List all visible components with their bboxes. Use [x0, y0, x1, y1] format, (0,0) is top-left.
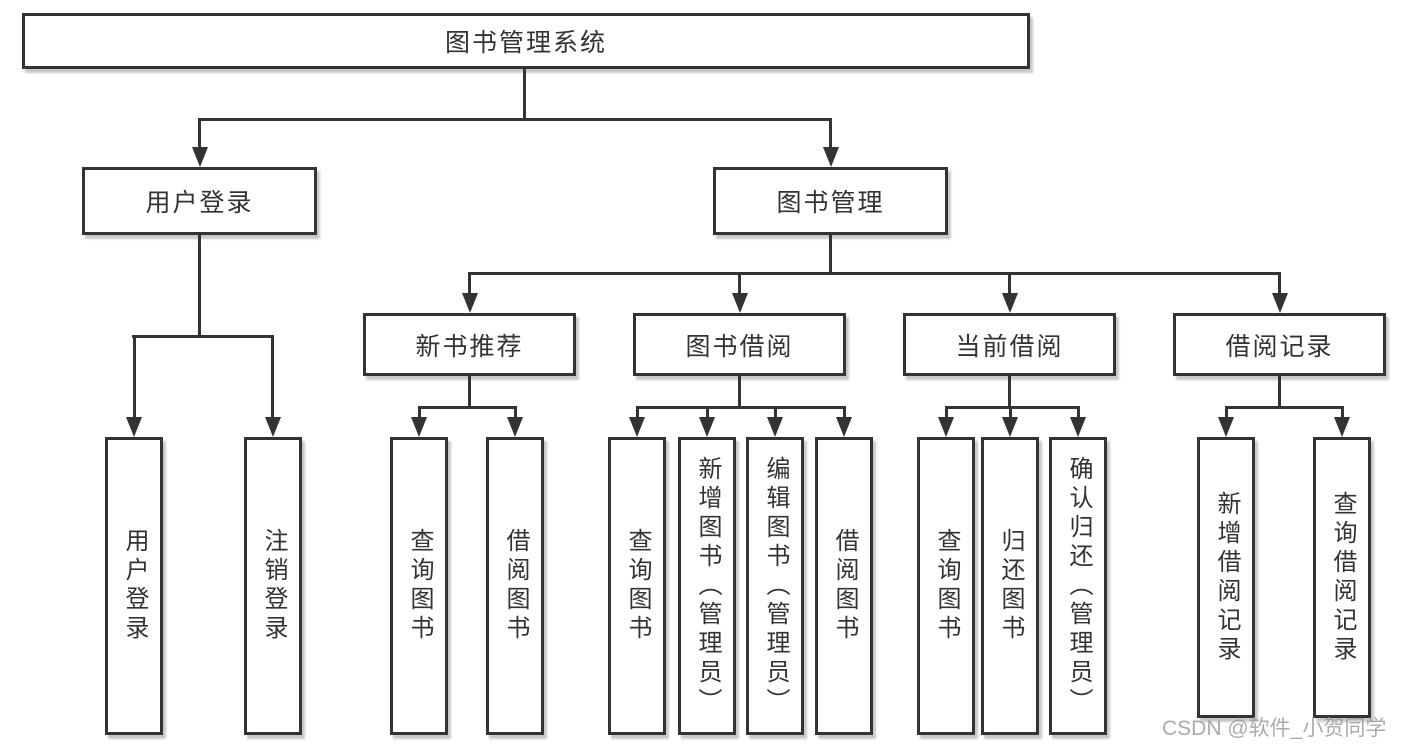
connector	[468, 376, 471, 408]
connector	[132, 335, 274, 338]
connector	[829, 235, 832, 275]
arrowhead-icon	[1272, 293, 1288, 313]
node-root: 图书管理系统	[22, 13, 1030, 69]
leaf-borrow-add-book-admin: 新增图书（管理员）	[678, 437, 736, 735]
arrowhead-icon	[732, 293, 748, 313]
connector	[1008, 376, 1011, 408]
connector	[1278, 272, 1281, 296]
csdn-watermark: CSDN @软件_小贺同学	[1162, 717, 1387, 740]
leaf-borrow-borrow-book: 借阅图书	[815, 437, 873, 735]
leaf-current-query-book-label: 查询图书	[933, 528, 960, 644]
leaf-user-login-label: 用户登录	[121, 528, 148, 644]
leaf-borrow-edit-book-admin: 编辑图书（管理员）	[746, 437, 804, 735]
node-current-borrow-label: 当前借阅	[955, 332, 1064, 361]
arrowhead-icon	[938, 417, 954, 437]
leaf-logout-label: 注销登录	[260, 528, 287, 644]
connector	[1077, 406, 1080, 420]
arrowhead-icon	[462, 293, 478, 313]
leaf-recommend-borrow-book-label: 借阅图书	[502, 528, 529, 644]
leaf-current-return-book-label: 归还图书	[997, 528, 1024, 644]
node-book-borrow-label: 图书借阅	[685, 332, 794, 361]
arrowhead-icon	[192, 147, 208, 167]
connector	[198, 235, 201, 338]
leaf-borrow-borrow-book-label: 借阅图书	[831, 528, 858, 644]
connector	[636, 406, 639, 420]
node-book-borrow: 图书借阅	[633, 313, 846, 376]
leaf-records-add-record-label: 新增借阅记录	[1213, 490, 1240, 665]
connector	[198, 118, 201, 150]
connector	[706, 406, 709, 420]
arrowhead-icon	[1070, 417, 1086, 437]
arrowhead-icon	[1334, 417, 1350, 437]
connector	[523, 69, 526, 121]
connector	[1009, 406, 1012, 420]
leaf-recommend-query-book: 查询图书	[390, 437, 448, 735]
arrowhead-icon	[1002, 293, 1018, 313]
connector	[774, 406, 777, 420]
leaf-records-query-record-label: 查询借阅记录	[1329, 490, 1356, 665]
connector	[1278, 376, 1281, 408]
node-new-book-recommend: 新书推荐	[363, 313, 576, 376]
connector	[1341, 406, 1344, 420]
connector	[945, 406, 948, 420]
connector	[1008, 272, 1011, 296]
node-current-borrow: 当前借阅	[903, 313, 1116, 376]
connector	[1225, 406, 1343, 409]
connector	[271, 335, 274, 420]
leaf-current-confirm-return-admin-label: 确认归还（管理员）	[1065, 455, 1092, 717]
arrowhead-icon	[265, 417, 281, 437]
connector	[418, 406, 517, 409]
node-borrow-records-label: 借阅记录	[1225, 332, 1334, 361]
leaf-records-add-record: 新增借阅记录	[1197, 437, 1255, 718]
leaf-borrow-edit-book-admin-label: 编辑图书（管理员）	[762, 455, 789, 717]
arrowhead-icon	[836, 417, 852, 437]
arrowhead-icon	[629, 417, 645, 437]
arrowhead-icon	[507, 417, 523, 437]
node-book-management: 图书管理	[713, 167, 948, 235]
node-borrow-records: 借阅记录	[1173, 313, 1386, 376]
connector	[829, 118, 832, 150]
leaf-logout: 注销登录	[244, 437, 302, 735]
connector	[198, 118, 832, 121]
leaf-recommend-borrow-book: 借阅图书	[486, 437, 544, 735]
arrowhead-icon	[411, 417, 427, 437]
arrowhead-icon	[1002, 417, 1018, 437]
connector	[843, 406, 846, 420]
arrowhead-icon	[1218, 417, 1234, 437]
arrowhead-icon	[767, 417, 783, 437]
connector	[738, 376, 741, 408]
connector	[738, 272, 741, 296]
node-book-management-label: 图书管理	[776, 189, 885, 217]
connector	[468, 272, 471, 296]
connector	[133, 335, 136, 420]
node-new-book-recommend-label: 新书推荐	[415, 332, 524, 361]
leaf-borrow-add-book-admin-label: 新增图书（管理员）	[694, 455, 721, 717]
connector	[945, 406, 1079, 409]
leaf-current-query-book: 查询图书	[917, 437, 975, 735]
connector	[418, 406, 421, 420]
leaf-borrow-query-book: 查询图书	[608, 437, 666, 735]
leaf-records-query-record: 查询借阅记录	[1313, 437, 1371, 718]
node-user-login: 用户登录	[82, 167, 317, 235]
connector	[1225, 406, 1228, 420]
leaf-current-confirm-return-admin: 确认归还（管理员）	[1049, 437, 1107, 735]
arrowhead-icon	[699, 417, 715, 437]
arrowhead-icon	[823, 147, 839, 167]
leaf-current-return-book: 归还图书	[981, 437, 1039, 735]
leaf-user-login: 用户登录	[105, 437, 163, 735]
leaf-recommend-query-book-label: 查询图书	[406, 528, 433, 644]
connector	[468, 272, 1281, 275]
node-user-login-label: 用户登录	[145, 189, 254, 217]
connector	[514, 406, 517, 420]
arrowhead-icon	[126, 417, 142, 437]
connector	[636, 406, 845, 409]
node-root-label: 图书管理系统	[444, 29, 607, 57]
leaf-borrow-query-book-label: 查询图书	[624, 528, 651, 644]
